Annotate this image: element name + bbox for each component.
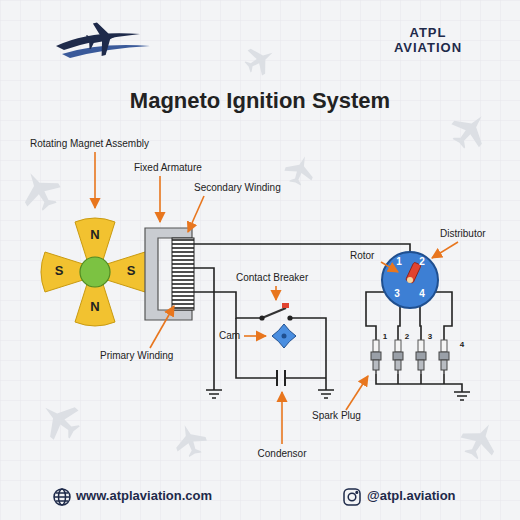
winding-coil	[172, 238, 194, 310]
part-label: Contact Breaker	[236, 272, 308, 284]
terminal-number: 4	[419, 288, 425, 300]
logo	[56, 17, 150, 58]
footer-website: www.atplaviation.com	[76, 489, 212, 504]
cam-symbol	[272, 324, 296, 348]
plug-number: 2	[405, 332, 409, 341]
contact-breaker-symbol	[259, 303, 292, 321]
terminal-number: 1	[396, 256, 402, 268]
pole-letter: S	[127, 264, 136, 279]
pole-letter: N	[90, 228, 99, 243]
part-label: Distributor	[440, 228, 486, 240]
terminal-number: 3	[394, 288, 400, 300]
part-label: Primary Winding	[100, 350, 173, 362]
pole-letter: S	[55, 264, 64, 279]
watermark-planes	[14, 40, 505, 464]
footer-handle: @atpl.aviation	[367, 489, 456, 504]
part-label: Cam	[219, 330, 240, 342]
part-label: Rotating Magnet Assembly	[30, 138, 149, 150]
part-label: Fixed Armature	[134, 162, 202, 174]
footer-icons	[54, 489, 360, 505]
plug-number: 4	[460, 340, 464, 349]
distributor-symbol	[382, 252, 438, 308]
wiring	[194, 244, 462, 392]
condenser-symbol	[277, 370, 285, 386]
part-label: Secondary Winding	[194, 182, 281, 194]
title: Magneto Ignition System	[130, 88, 390, 113]
part-label: Rotor	[350, 250, 374, 262]
ground-symbols	[206, 390, 470, 400]
brand-name: ATPL AVIATION	[386, 26, 470, 56]
pole-letter: N	[90, 300, 99, 315]
plug-number: 1	[383, 332, 387, 341]
leader-arrows	[95, 152, 458, 444]
part-label: Condensor	[258, 448, 307, 460]
rotating-magnet	[41, 218, 149, 326]
part-label: Spark Plug	[312, 410, 361, 422]
plug-number: 3	[428, 332, 432, 341]
spark-plugs	[371, 340, 449, 374]
terminal-number: 2	[419, 256, 425, 268]
